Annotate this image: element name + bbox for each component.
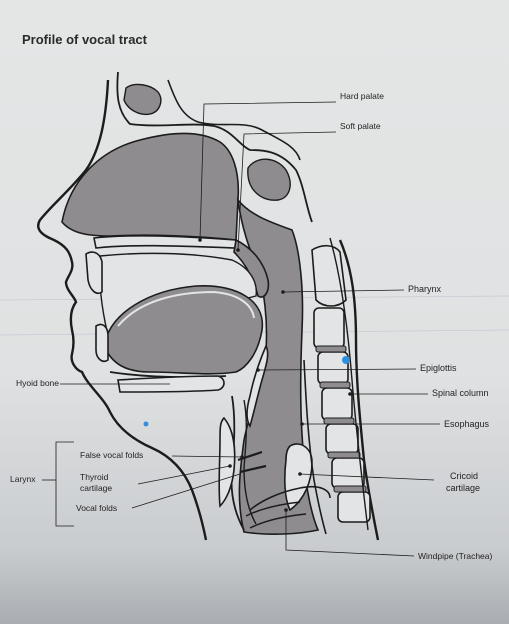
blue-ink-dot bbox=[342, 356, 350, 364]
sphenoid-sinus bbox=[248, 159, 290, 200]
label-cricoid-line2: cartilage bbox=[446, 483, 480, 493]
blue-ink-dot bbox=[144, 422, 149, 427]
nasal-cavity bbox=[62, 134, 238, 241]
label-hyoid-bone: Hyoid bone bbox=[16, 378, 59, 388]
label-cricoid-line1: Cricoid bbox=[450, 471, 478, 481]
label-windpipe: Windpipe (Trachea) bbox=[418, 551, 492, 561]
lower-teeth bbox=[96, 324, 108, 361]
label-larynx: Larynx bbox=[10, 474, 36, 484]
label-hard-palate: Hard palate bbox=[340, 91, 384, 101]
label-false-vocal-folds: False vocal folds bbox=[80, 450, 143, 460]
label-pharynx: Pharynx bbox=[408, 284, 442, 294]
upper-teeth bbox=[86, 252, 102, 293]
label-epiglottis: Epiglottis bbox=[420, 363, 457, 373]
label-vocal-folds: Vocal folds bbox=[76, 503, 117, 513]
label-spinal-column: Spinal column bbox=[432, 388, 489, 398]
label-soft-palate: Soft palate bbox=[340, 121, 381, 131]
label-esophagus: Esophagus bbox=[444, 419, 490, 429]
label-thyroid-line1: Thyroid bbox=[80, 472, 109, 482]
frontal-sinus bbox=[124, 85, 161, 115]
label-thyroid-line2: cartilage bbox=[80, 483, 112, 493]
